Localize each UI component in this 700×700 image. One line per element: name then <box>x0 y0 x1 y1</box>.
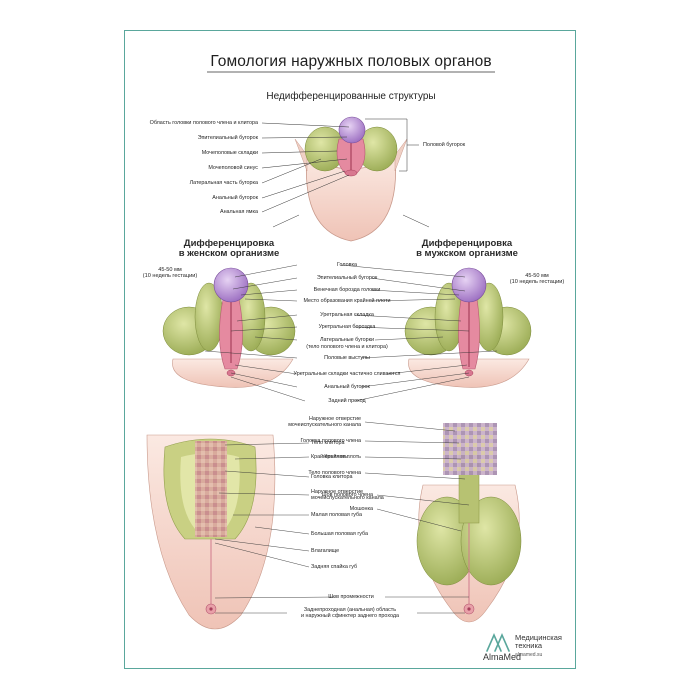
label-urogenital-folds: Мочеполовые складки <box>201 150 258 156</box>
brand-name: AlmaMed <box>483 652 522 662</box>
label-prepuce-formation: Место образования крайней плоти <box>303 298 391 304</box>
label-scrotum: Мошонка <box>349 506 373 512</box>
poster: Гомология наружных половых органов Недиф… <box>124 30 576 669</box>
label-urethral-groove: Уретральная бороздка <box>318 324 376 330</box>
female-differentiation <box>162 267 296 388</box>
label-lateral-tubercles-note: (тело полового члена и клитора) <box>306 344 388 350</box>
poster-subtitle: Недифференцированные структуры <box>266 91 436 102</box>
label-glans: Головка <box>337 262 357 268</box>
label-clitoris-body: Тело клитора <box>311 440 345 446</box>
label-epithelial-tubercle-mid: Эпителиальный бугорок <box>316 275 378 281</box>
undifferentiated-structure <box>294 116 408 242</box>
label-posterior-commissure: Задняя спайка губ <box>311 564 358 570</box>
label-vagina: Влагалище <box>311 548 340 554</box>
illustration <box>146 71 532 652</box>
male-differentiation <box>404 267 532 388</box>
label-anal-pit: Анальная ямка <box>219 209 258 215</box>
label-glans-area: Область головки полового члена и клитора <box>149 120 258 126</box>
label-anus: Задний проход <box>328 398 366 404</box>
female-adult-external <box>146 434 276 630</box>
label-urethral-folds-fuse: Уретральные складки частично сливаются <box>293 371 401 377</box>
label-labia-majora: Большая половая губа <box>311 531 369 537</box>
label-epithelial-tubercle: Эпителиальный бугорок <box>197 135 258 141</box>
label-lateral-tubercle: Латеральная часть бугорка <box>189 180 258 186</box>
label-urogenital-sinus: Мочеполовой синус <box>208 165 258 171</box>
male-size-note: 45-50 мм (10 недель гестации) <box>509 273 565 286</box>
label-clitoris-glans: Головка клитора <box>311 474 353 480</box>
brand-tagline: Медицинская техника <box>515 633 562 650</box>
label-labia-minora: Малая половая губа <box>311 512 363 518</box>
label-urethral-fold: Уретральная складка <box>320 312 374 318</box>
label-urethral-orifice-female: Наружное отверстие мочеиспускательного к… <box>311 489 384 501</box>
poster-title: Гомология наружных половых органов <box>210 53 492 70</box>
female-size-note: 45-50 мм (10 недель гестации) <box>142 267 198 280</box>
label-prepuce-male: Крайняя плоть <box>324 454 361 460</box>
label-anal-tubercle: Анальный бугорок <box>212 195 258 201</box>
male-adult-external <box>416 423 522 623</box>
label-prepuce-female: Крайняя плоть <box>311 454 348 460</box>
label-penile-raphe: Шов полового члена <box>321 492 373 498</box>
label-anal-tubercle-mid: Анальный бугорок <box>324 384 370 390</box>
female-heading: Дифференцировка в женском организме <box>178 238 280 259</box>
male-heading: Дифференцировка в мужском организме <box>416 238 518 259</box>
label-anal-region: Заднепроходная (анальная) область и нару… <box>300 607 400 619</box>
label-coronal-sulcus: Венечная борозда головки <box>313 287 381 293</box>
label-penis-glans: Головка полового члена <box>300 438 361 444</box>
label-genital-swellings: Половые выступы <box>324 355 370 361</box>
label-genital-tubercle: Половой бугорок <box>423 142 466 148</box>
label-penis-body: Тело полового члена <box>308 470 361 476</box>
label-perineal-raphe: Шов промежности <box>328 594 374 600</box>
label-urethral-orifice-male: Наружное отверстие мочеиспускательного к… <box>288 416 361 428</box>
brand-site: almamed.su <box>515 652 543 658</box>
label-lateral-tubercles: Латеральные бугорки <box>320 337 374 343</box>
almamed-logo-icon <box>486 633 510 652</box>
